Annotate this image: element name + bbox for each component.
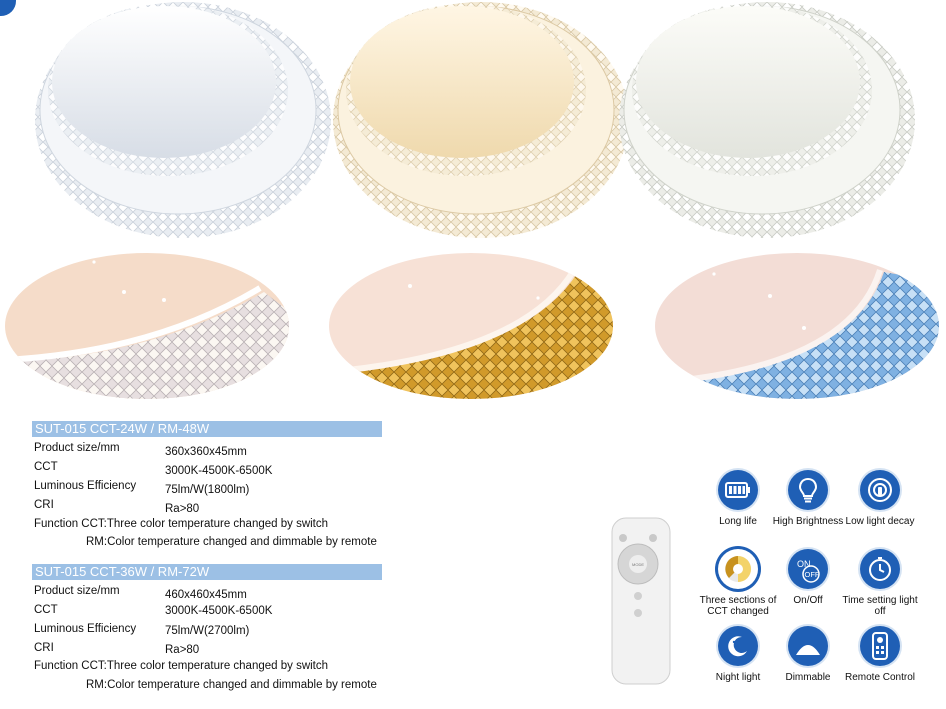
light-decay-icon	[860, 470, 900, 510]
feature-caption: Night light	[715, 672, 761, 683]
feature-caption: Dimmable	[785, 672, 831, 683]
cct-sections-icon	[718, 549, 758, 589]
spec-value: 360x360x45mm	[165, 446, 247, 458]
remote-control-photo: MODE	[609, 516, 673, 686]
feature-high-brightness: High Brightness	[768, 470, 848, 527]
feature-night-light: Night light	[698, 626, 778, 683]
feature-caption: Long life	[719, 516, 757, 527]
feature-caption: Remote Control	[844, 672, 916, 683]
feature-caption: On/Off	[793, 595, 823, 606]
feature-long-life: Long life	[698, 470, 778, 527]
feature-caption: Three sections of CCT changed	[699, 595, 777, 617]
timer-icon	[860, 549, 900, 589]
spec-function-line: RM:Color temperature changed and dimmabl…	[86, 679, 377, 691]
lamp-photo-neutral	[612, 2, 918, 242]
feature-caption: Low light decay	[845, 516, 915, 527]
spec-label: CRI	[34, 499, 54, 511]
night-light-icon	[718, 626, 758, 666]
feature-three-sections-cct: Three sections of CCT changed	[698, 549, 778, 617]
spec-value: 75lm/W(1800lm)	[165, 484, 250, 496]
spec-label: Product size/mm	[34, 442, 120, 454]
spec-value: Ra>80	[165, 503, 200, 515]
spec-label: CCT	[34, 604, 58, 616]
feature-dimmable: Dimmable	[768, 626, 848, 683]
spec-label: Luminous Efficiency	[34, 623, 137, 635]
feature-caption: High Brightness	[772, 516, 844, 527]
closeup-photo-blue	[654, 252, 940, 400]
spec-value: 3000K-4500K-6500K	[165, 465, 273, 477]
spec-function-line: RM:Color temperature changed and dimmabl…	[86, 536, 377, 548]
feature-caption: Time setting light off	[842, 595, 918, 617]
spec-label: CCT	[34, 461, 58, 473]
off-label: OFF	[805, 570, 820, 579]
lamp-photo-white	[28, 2, 334, 242]
lamp-photo-warm	[326, 2, 632, 242]
spec-label: Luminous Efficiency	[34, 480, 137, 492]
corner-badge	[0, 0, 16, 16]
spec-value: 75lm/W(2700lm)	[165, 625, 250, 637]
spec-header-36w: SUT-015 CCT-36W / RM-72W	[32, 564, 382, 580]
feature-low-light-decay: Low light decay	[840, 470, 920, 527]
bulb-icon	[788, 470, 828, 510]
feature-remote-control: Remote Control	[840, 626, 920, 683]
spec-header-24w: SUT-015 CCT-24W / RM-48W	[32, 421, 382, 437]
dimmable-icon	[788, 626, 828, 666]
feature-time-setting: Time setting light off	[840, 549, 920, 617]
spec-label: Product size/mm	[34, 585, 120, 597]
spec-function-line: Function CCT:Three color temperature cha…	[34, 518, 329, 530]
spec-value: 3000K-4500K-6500K	[165, 605, 273, 617]
spec-function-line: Function CCT:Three color temperature cha…	[34, 660, 329, 672]
on-label: ON	[797, 559, 811, 569]
spec-value: 460x460x45mm	[165, 589, 247, 601]
spec-value: Ra>80	[165, 644, 200, 656]
closeup-photo-clear	[4, 252, 290, 400]
battery-icon	[718, 470, 758, 510]
closeup-photo-gold	[328, 252, 614, 400]
remote-control-icon	[860, 626, 900, 666]
remote-mode-label: MODE	[632, 562, 644, 567]
spec-label: CRI	[34, 642, 54, 654]
